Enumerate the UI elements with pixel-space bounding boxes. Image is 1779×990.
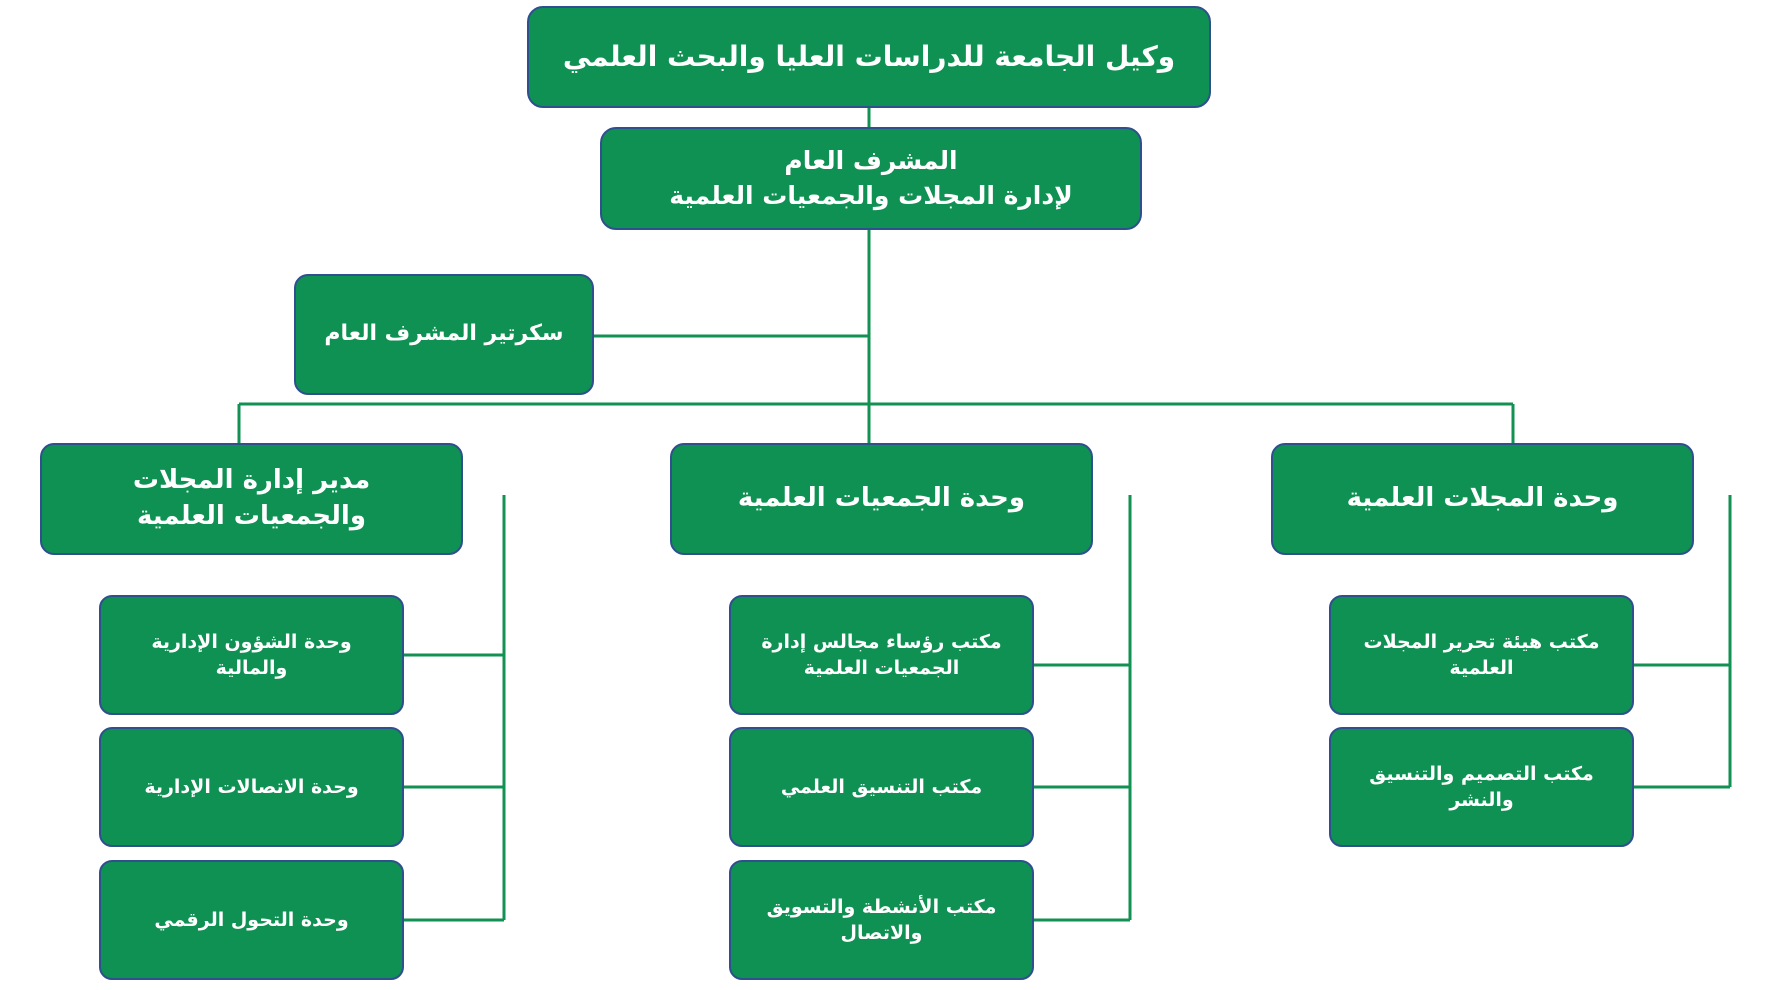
node-label-line-1: المشرف العام — [784, 146, 958, 175]
node-label: مكتب التنسيق العلمي — [780, 775, 983, 798]
node-scientific-coordination-office[interactable]: مكتب التنسيق العلمي — [729, 727, 1034, 847]
node-label: وحدة الاتصالات الإدارية — [144, 775, 359, 798]
node-label: وحدة التحول الرقمي — [154, 908, 349, 931]
node-label-line-2: والجمعيات العلمية — [136, 501, 366, 531]
node-label: مكتب التصميم والتنسيق والنشر — [1343, 761, 1620, 813]
node-label-line-2: لإدارة المجلات والجمعيات العلمية — [669, 180, 1073, 210]
node-label: وحدة الشؤون الإدارية والمالية — [113, 629, 390, 681]
node-label-line-1: وحدة الشؤون الإدارية — [151, 630, 352, 653]
node-label-line-1: مكتب الأنشطة والتسويق — [766, 895, 997, 918]
node-label-line-1: مكتب رؤساء مجالس إدارة — [761, 630, 1002, 653]
node-label-line-1: مكتب هيئة تحرير المجلات — [1363, 630, 1600, 653]
node-label: مكتب رؤساء مجالس إدارة الجمعيات العلمية — [743, 629, 1020, 681]
node-label: مكتب الأنشطة والتسويق والاتصال — [743, 894, 1020, 946]
node-societies-board-chairs-office[interactable]: مكتب رؤساء مجالس إدارة الجمعيات العلمية — [729, 595, 1034, 715]
node-societies-unit[interactable]: وحدة الجمعيات العلمية — [670, 443, 1093, 555]
node-admin-financial-affairs-unit[interactable]: وحدة الشؤون الإدارية والمالية — [99, 595, 404, 715]
node-label: وحدة الجمعيات العلمية — [737, 483, 1026, 514]
node-administrative-communications-unit[interactable]: وحدة الاتصالات الإدارية — [99, 727, 404, 847]
node-director[interactable]: مدير إدارة المجلات والجمعيات العلمية — [40, 443, 463, 555]
node-label-line-2: والمالية — [215, 657, 288, 679]
node-label: وكيل الجامعة للدراسات العليا والبحث العل… — [562, 39, 1176, 73]
node-journals-editorial-board-office[interactable]: مكتب هيئة تحرير المجلات العلمية — [1329, 595, 1634, 715]
node-label: مدير إدارة المجلات والجمعيات العلمية — [54, 463, 449, 535]
node-label: وحدة المجلات العلمية — [1346, 483, 1619, 514]
node-general-supervisor[interactable]: المشرف العام لإدارة المجلات والجمعيات ال… — [600, 127, 1142, 230]
node-label: سكرتير المشرف العام — [324, 321, 564, 347]
node-design-layout-publishing-office[interactable]: مكتب التصميم والتنسيق والنشر — [1329, 727, 1634, 847]
node-activities-marketing-communication-office[interactable]: مكتب الأنشطة والتسويق والاتصال — [729, 860, 1034, 980]
node-label-line-1: مكتب التصميم والتنسيق — [1369, 762, 1594, 785]
node-label-line-2: والنشر — [1449, 789, 1514, 811]
node-label-line-1: مدير إدارة المجلات — [132, 465, 371, 496]
node-digital-transformation-unit[interactable]: وحدة التحول الرقمي — [99, 860, 404, 980]
node-label: مكتب هيئة تحرير المجلات العلمية — [1343, 629, 1620, 681]
node-vice-president[interactable]: وكيل الجامعة للدراسات العليا والبحث العل… — [527, 6, 1211, 108]
node-label: المشرف العام لإدارة المجلات والجمعيات ال… — [614, 144, 1128, 213]
node-label-line-2: العلمية — [1449, 657, 1514, 679]
node-journals-unit[interactable]: وحدة المجلات العلمية — [1271, 443, 1694, 555]
node-label-line-2: والاتصال — [840, 922, 923, 944]
node-secretary[interactable]: سكرتير المشرف العام — [294, 274, 594, 395]
node-label-line-2: الجمعيات العلمية — [803, 657, 960, 679]
